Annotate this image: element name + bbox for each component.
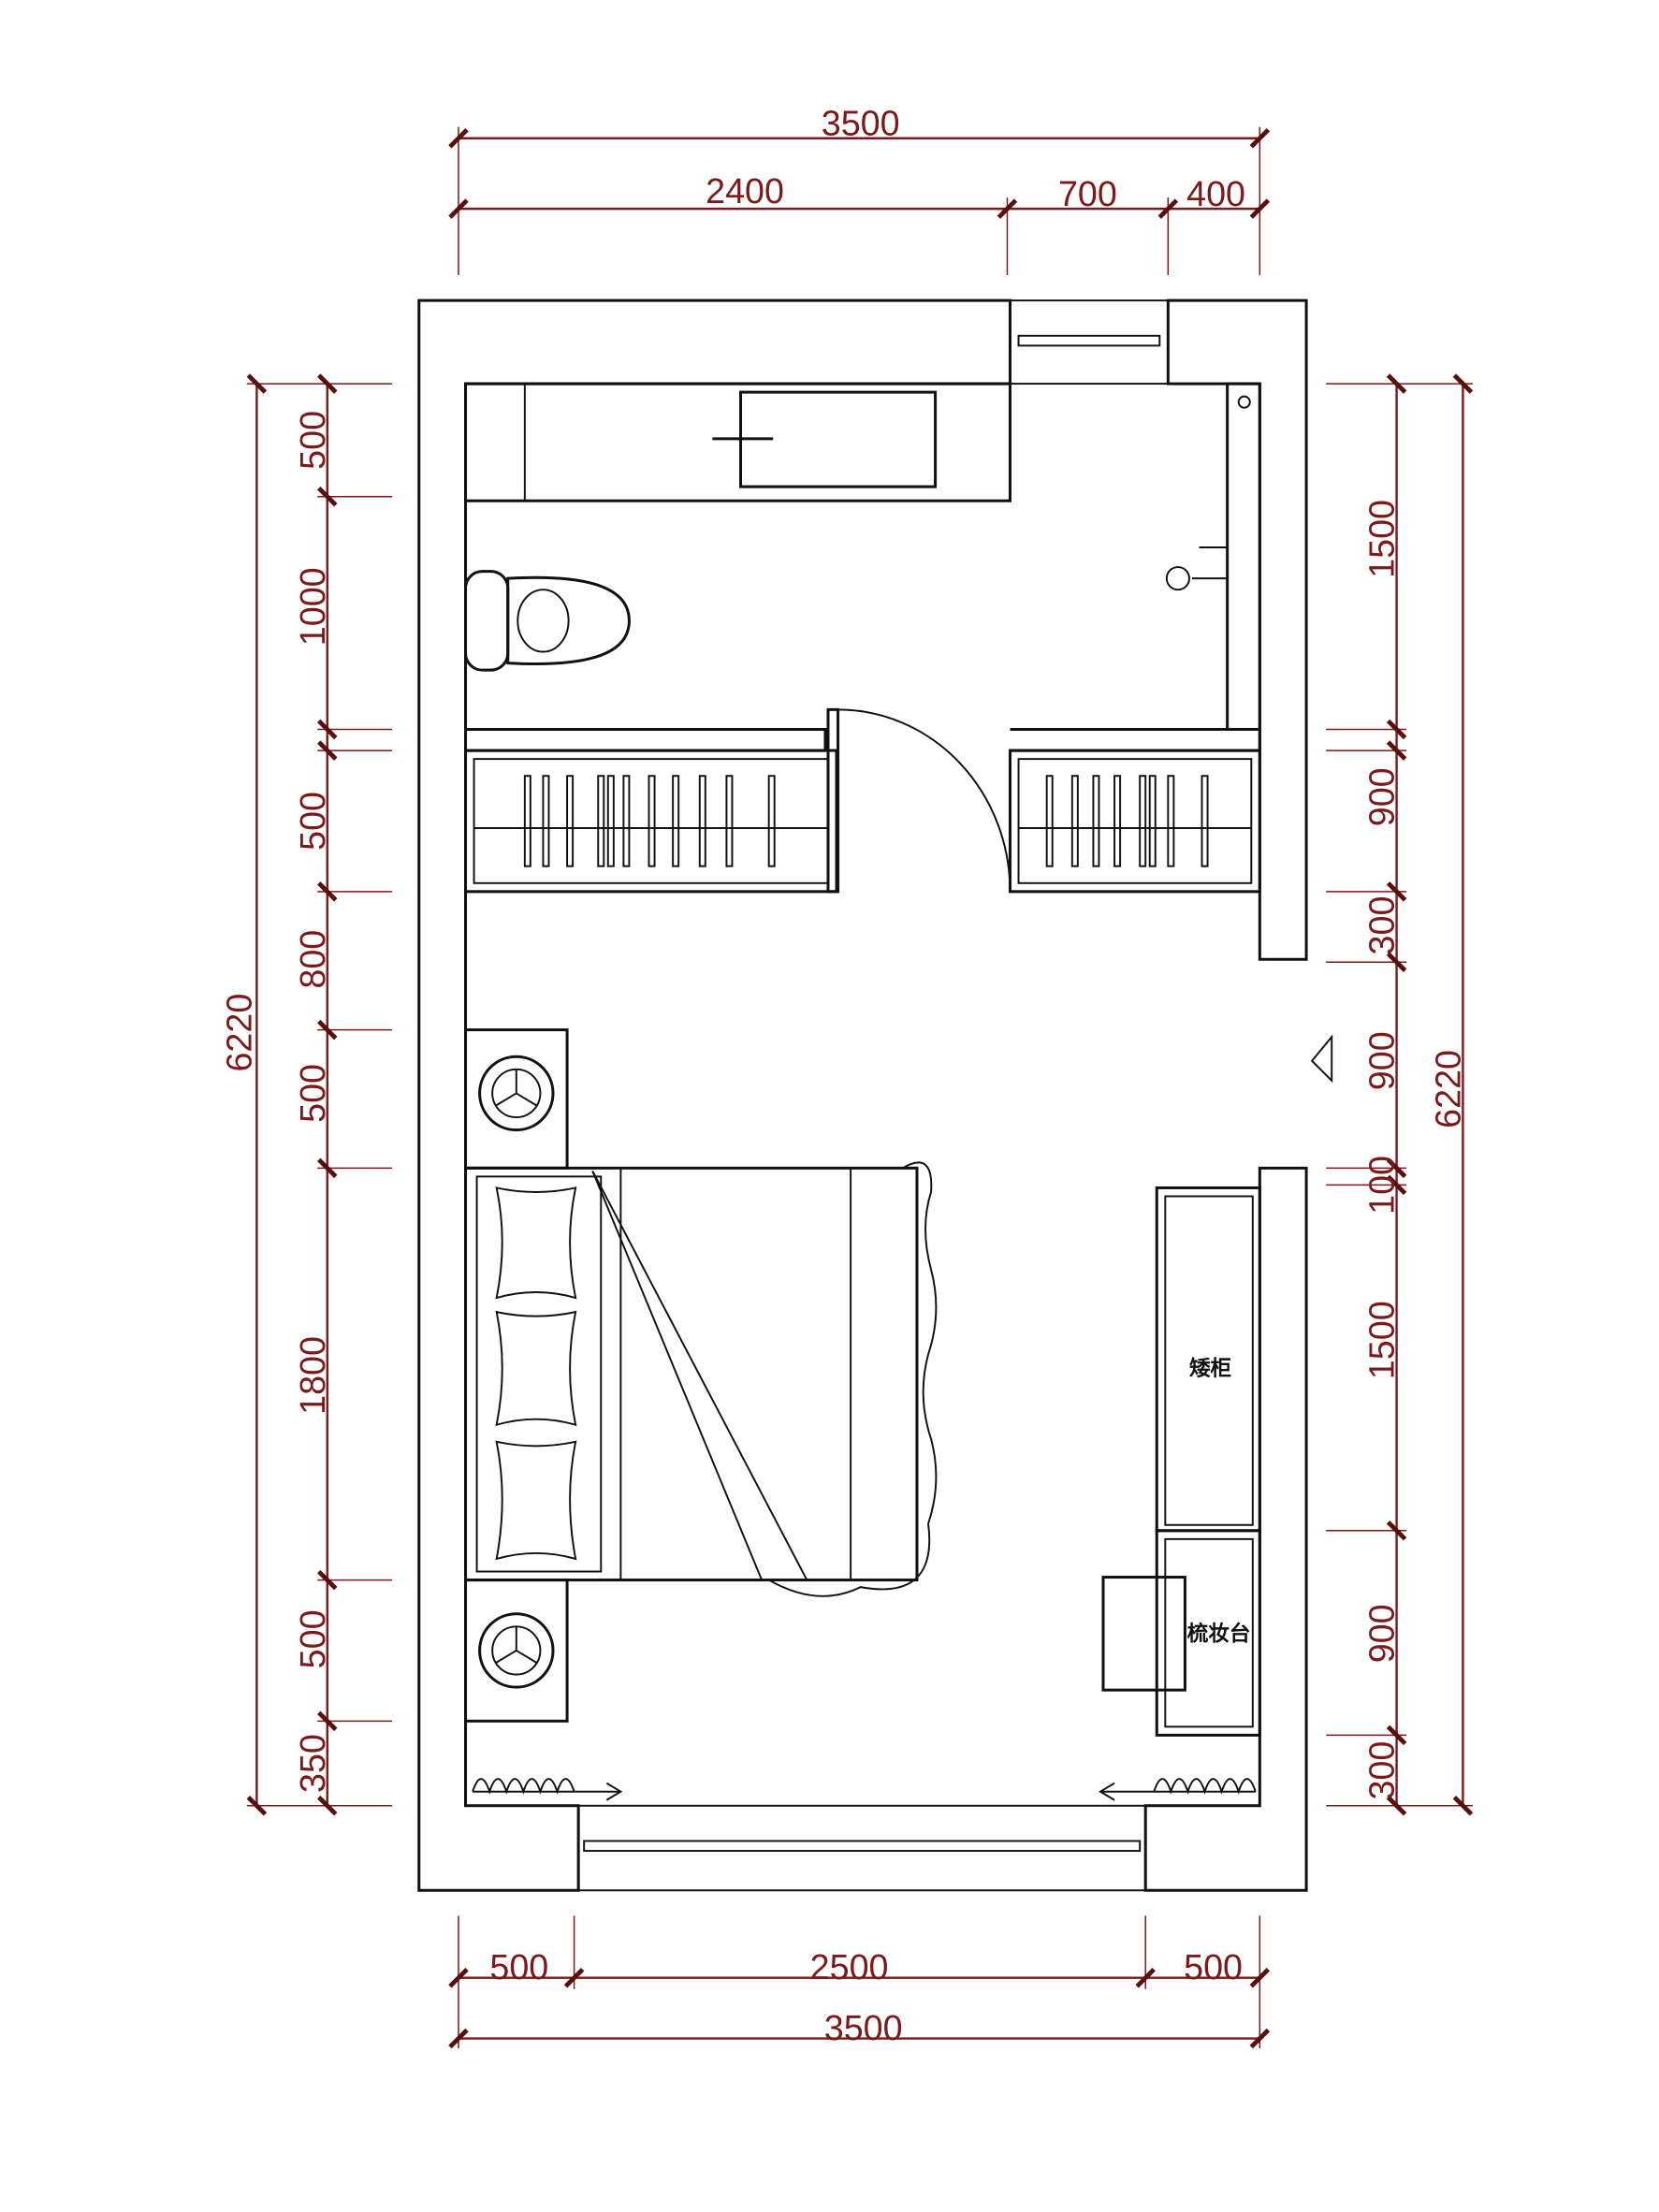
dimensions-bottom: 500 2500 500 3500 <box>448 1915 1271 2049</box>
dim-left-segment: 800 <box>293 930 332 989</box>
dim-right-segment: 900 <box>1362 1604 1402 1663</box>
curtain-right-icon <box>1099 1778 1257 1801</box>
door-swing <box>826 707 1011 894</box>
dim-left-segment: 1000 <box>293 567 332 646</box>
low-cabinet: 矮柜 <box>1155 1186 1261 1533</box>
dim-right-segment: 1500 <box>1362 1301 1402 1379</box>
entry-arrow-icon <box>1310 1034 1333 1084</box>
dim-top-segment: 2400 <box>706 171 784 211</box>
wardrobe-left <box>464 749 838 894</box>
dim-left-segment: 500 <box>293 1064 332 1123</box>
pillow-icon <box>495 1310 577 1427</box>
bottom-window <box>577 1804 1147 1892</box>
wardrobe-right <box>1008 749 1261 894</box>
dim-top-segment: 400 <box>1186 174 1245 213</box>
dim-left-segment: 350 <box>293 1734 332 1793</box>
dim-top-total: 3500 <box>822 104 900 143</box>
shower-icon <box>1165 382 1261 731</box>
dim-bottom-segment: 2500 <box>810 1947 889 1986</box>
cabinet-label: 矮柜 <box>1189 1357 1231 1381</box>
dim-right-segment: 900 <box>1362 767 1402 826</box>
dimensions-right: 1500 900 300 900 100 1500 900 300 6220 <box>1326 373 1474 1816</box>
dim-left-segment: 500 <box>293 411 332 470</box>
dresser: 梳妆台 <box>1101 1529 1261 1737</box>
dim-bottom-segment: 500 <box>489 1947 548 1986</box>
dim-right-segment: 1500 <box>1362 500 1402 578</box>
toilet-icon <box>464 570 631 672</box>
dim-bottom-total: 3500 <box>824 2008 903 2047</box>
dim-right-total: 6220 <box>1428 1050 1467 1128</box>
partition-wall <box>465 727 1261 752</box>
bathroom-counter <box>464 382 1011 502</box>
nightstand-top <box>464 1028 569 1170</box>
dim-right-segment: 100 <box>1362 1156 1402 1215</box>
dim-right-segment: 300 <box>1362 896 1402 955</box>
nightstand-bottom <box>464 1579 569 1723</box>
dim-left-segment: 500 <box>293 792 332 851</box>
dimensions-left: 6220 500 1000 500 800 500 1800 500 350 <box>219 373 393 1816</box>
pillow-icon <box>495 1186 577 1300</box>
dimensions-top: 3500 2400 700 400 <box>448 104 1271 275</box>
dim-top-segment: 700 <box>1058 174 1117 213</box>
dim-bottom-segment: 500 <box>1184 1947 1243 1986</box>
dim-right-segment: 900 <box>1362 1031 1402 1090</box>
dresser-label: 梳妆台 <box>1187 1621 1251 1646</box>
dim-left-segment: 1800 <box>293 1336 332 1415</box>
pillow-icon <box>495 1440 577 1561</box>
curtain-left-icon <box>472 1778 623 1801</box>
dim-right-segment: 300 <box>1362 1741 1402 1800</box>
bed <box>464 1161 938 1597</box>
dim-left-segment: 500 <box>293 1609 332 1668</box>
dim-left-total: 6220 <box>219 994 258 1072</box>
top-window <box>1009 299 1170 386</box>
